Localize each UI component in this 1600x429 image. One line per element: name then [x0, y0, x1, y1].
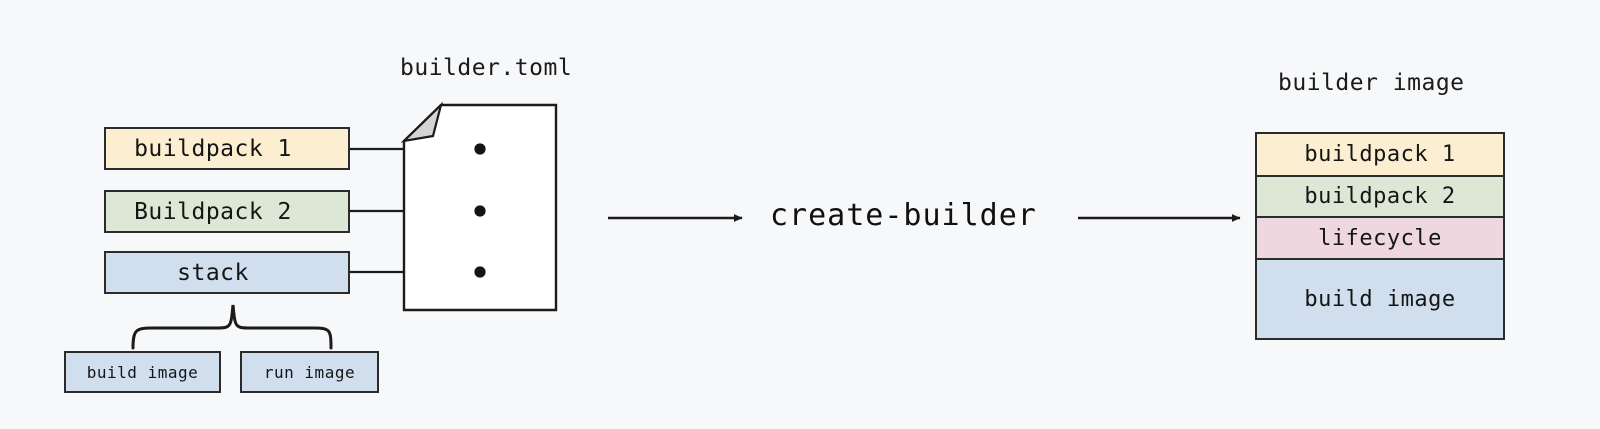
builder-layer-label: build image — [1304, 286, 1456, 312]
stack-child-label: build image — [86, 362, 199, 382]
input-box-buildpack-2[interactable]: Buildpack 2 — [104, 190, 350, 233]
builder-image-stack: buildpack 1 buildpack 2 lifecycle build … — [1255, 132, 1505, 340]
input-box-label: Buildpack 2 — [134, 198, 292, 225]
stack-child-label: run image — [263, 362, 356, 382]
input-box-label: stack — [177, 259, 249, 286]
stack-child-run-image[interactable]: run image — [240, 351, 379, 393]
builder-layer-label: buildpack 2 — [1304, 184, 1456, 209]
builder-layer-build-image[interactable]: build image — [1257, 260, 1503, 338]
input-box-label: buildpack 1 — [134, 135, 292, 162]
input-box-buildpack-1[interactable]: buildpack 1 — [104, 127, 350, 170]
builder-layer-buildpack-1[interactable]: buildpack 1 — [1257, 134, 1503, 177]
stack-child-build-image[interactable]: build image — [64, 351, 221, 393]
builder-image-title: builder image — [1278, 70, 1465, 96]
curly-brace-icon — [131, 304, 333, 350]
input-box-stack[interactable]: stack — [104, 251, 350, 294]
builder-layer-lifecycle[interactable]: lifecycle — [1257, 218, 1503, 260]
create-builder-command-label: create-builder — [770, 198, 1037, 233]
builder-layer-label: lifecycle — [1318, 225, 1442, 251]
builder-layer-label: buildpack 1 — [1304, 142, 1456, 167]
builder-toml-title: builder.toml — [400, 55, 573, 81]
builder-layer-buildpack-2[interactable]: buildpack 2 — [1257, 177, 1503, 218]
